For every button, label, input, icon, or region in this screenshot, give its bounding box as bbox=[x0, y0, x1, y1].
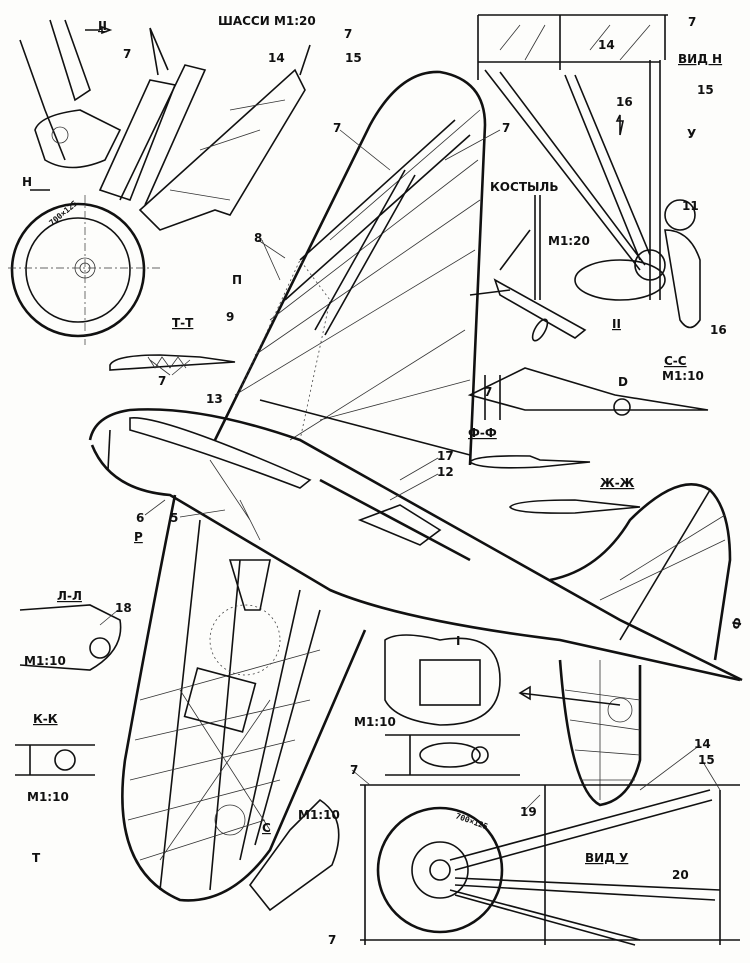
label: 7 bbox=[123, 47, 131, 61]
label: D bbox=[618, 375, 628, 389]
label: 18 bbox=[115, 601, 132, 615]
label: 13 bbox=[206, 392, 223, 406]
detail-i bbox=[384, 634, 621, 776]
label: 15 bbox=[698, 753, 715, 767]
label: КОСТЫЛЬ bbox=[490, 180, 559, 194]
label: С bbox=[262, 821, 271, 835]
label: 5 bbox=[170, 511, 178, 525]
tire-marking-bottom: 700×125 bbox=[454, 811, 489, 831]
label: 12 bbox=[437, 465, 454, 479]
label: Ф bbox=[729, 616, 745, 630]
label: М1:10 bbox=[27, 790, 69, 804]
fuselage bbox=[88, 408, 743, 682]
drawing-title: ШАССИ М1:20 bbox=[218, 14, 316, 28]
label: М1:20 bbox=[548, 234, 590, 248]
label: Ф-Ф bbox=[468, 426, 497, 440]
landing-gear-side-view: 700×125 bbox=[8, 19, 311, 345]
label: II bbox=[612, 317, 621, 331]
label: 15 bbox=[697, 83, 714, 97]
label: 20 bbox=[672, 868, 689, 882]
label: У bbox=[687, 127, 696, 141]
lower-wing bbox=[121, 494, 367, 902]
label: 7 bbox=[484, 385, 492, 399]
label: 8 bbox=[254, 231, 262, 245]
tire-marking-top: 700×125 bbox=[48, 199, 80, 228]
label: 16 bbox=[616, 95, 633, 109]
label: 7 bbox=[502, 121, 510, 135]
label: Н bbox=[22, 175, 32, 189]
tail-surfaces bbox=[549, 483, 732, 807]
label: П bbox=[232, 273, 242, 287]
label: II bbox=[98, 19, 107, 33]
detail-c bbox=[214, 798, 340, 912]
label: М1:10 bbox=[662, 369, 704, 383]
label: 7 bbox=[328, 933, 336, 947]
label: М1:10 bbox=[298, 808, 340, 822]
upper-wing bbox=[213, 70, 487, 466]
label: 9 bbox=[226, 310, 234, 324]
label: 17 bbox=[437, 449, 454, 463]
label: Ж-Ж bbox=[600, 476, 635, 490]
label: 7 bbox=[688, 15, 696, 29]
labels: ШАССИ М1:20 II Н 7 7 14 15 8 П 7 7 7 14 … bbox=[22, 14, 745, 947]
label: 14 bbox=[268, 51, 285, 65]
label: Т-Т bbox=[172, 316, 194, 330]
label: 19 bbox=[520, 805, 537, 819]
label: 16 bbox=[710, 323, 727, 337]
section-profiles bbox=[15, 354, 709, 776]
label: 14 bbox=[694, 737, 711, 751]
view-n-truss bbox=[477, 14, 701, 329]
tailskid-detail bbox=[469, 195, 587, 342]
leader-lines bbox=[99, 129, 721, 811]
view-u-gear: 700×125 bbox=[360, 784, 740, 946]
label: 7 bbox=[333, 121, 341, 135]
label: ВИД Н bbox=[678, 52, 722, 66]
label: М1:10 bbox=[354, 715, 396, 729]
label: 7 bbox=[158, 374, 166, 388]
label: Л-Л bbox=[57, 589, 82, 603]
label: 7 bbox=[344, 27, 352, 41]
label: 6 bbox=[136, 511, 144, 525]
label: 7 bbox=[350, 763, 358, 777]
label: 15 bbox=[345, 51, 362, 65]
label: Р bbox=[134, 530, 143, 544]
label: Т bbox=[32, 851, 41, 865]
label: К-К bbox=[33, 712, 58, 726]
label: 14 bbox=[598, 38, 615, 52]
label: 11 bbox=[682, 199, 699, 213]
label: I bbox=[456, 634, 460, 648]
label: М1:10 bbox=[24, 654, 66, 668]
label: С-С bbox=[664, 354, 687, 368]
label: ВИД У bbox=[585, 851, 628, 865]
